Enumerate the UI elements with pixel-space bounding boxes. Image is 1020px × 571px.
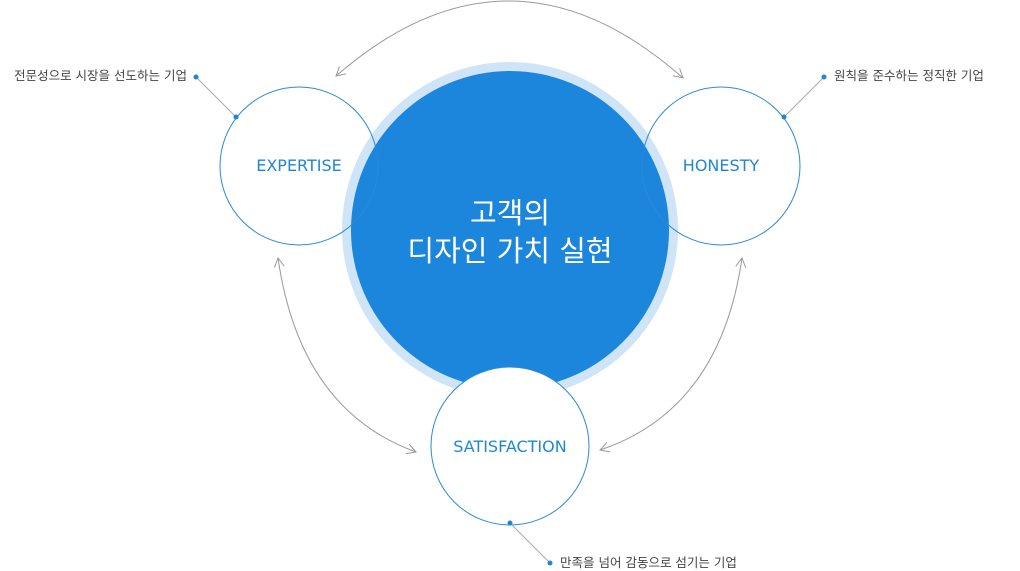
leader-expertise-dot-outer (193, 74, 199, 80)
leader-expertise (195, 76, 237, 118)
leader-satisfaction-dot-inner (507, 520, 513, 526)
node-expertise-label: EXPERTISE (256, 156, 342, 175)
note-expertise: 전문성으로 시장을 선도하는 기업 (14, 68, 187, 83)
node-honesty-circle (641, 86, 801, 246)
leader-satisfaction-dot-outer (547, 560, 553, 566)
arrow-honesty-satisfaction (599, 256, 747, 453)
leader-satisfaction (509, 522, 551, 564)
leader-honesty-dot-outer (821, 74, 827, 80)
node-satisfaction-label: SATISFACTION (453, 437, 567, 456)
note-honesty: 원칙을 준수하는 정직한 기업 (834, 68, 984, 83)
center-title-line1: 고객의 (469, 196, 551, 230)
leader-honesty (783, 76, 825, 118)
center-title-line2: 디자인 가치 실현 (407, 234, 613, 268)
leader-expertise-dot-inner (233, 114, 239, 120)
note-satisfaction: 만족을 넘어 감동으로 섬기는 기업 (560, 555, 737, 570)
center-circle (351, 71, 669, 389)
arrow-expertise-honesty (335, 0, 684, 79)
node-expertise-circle (219, 86, 379, 246)
center-title: 고객의 디자인 가치 실현 (407, 194, 612, 270)
node-honesty-label: HONESTY (682, 156, 760, 175)
arrow-expertise-satisfaction (273, 256, 417, 455)
leader-honesty-dot-inner (781, 114, 787, 120)
